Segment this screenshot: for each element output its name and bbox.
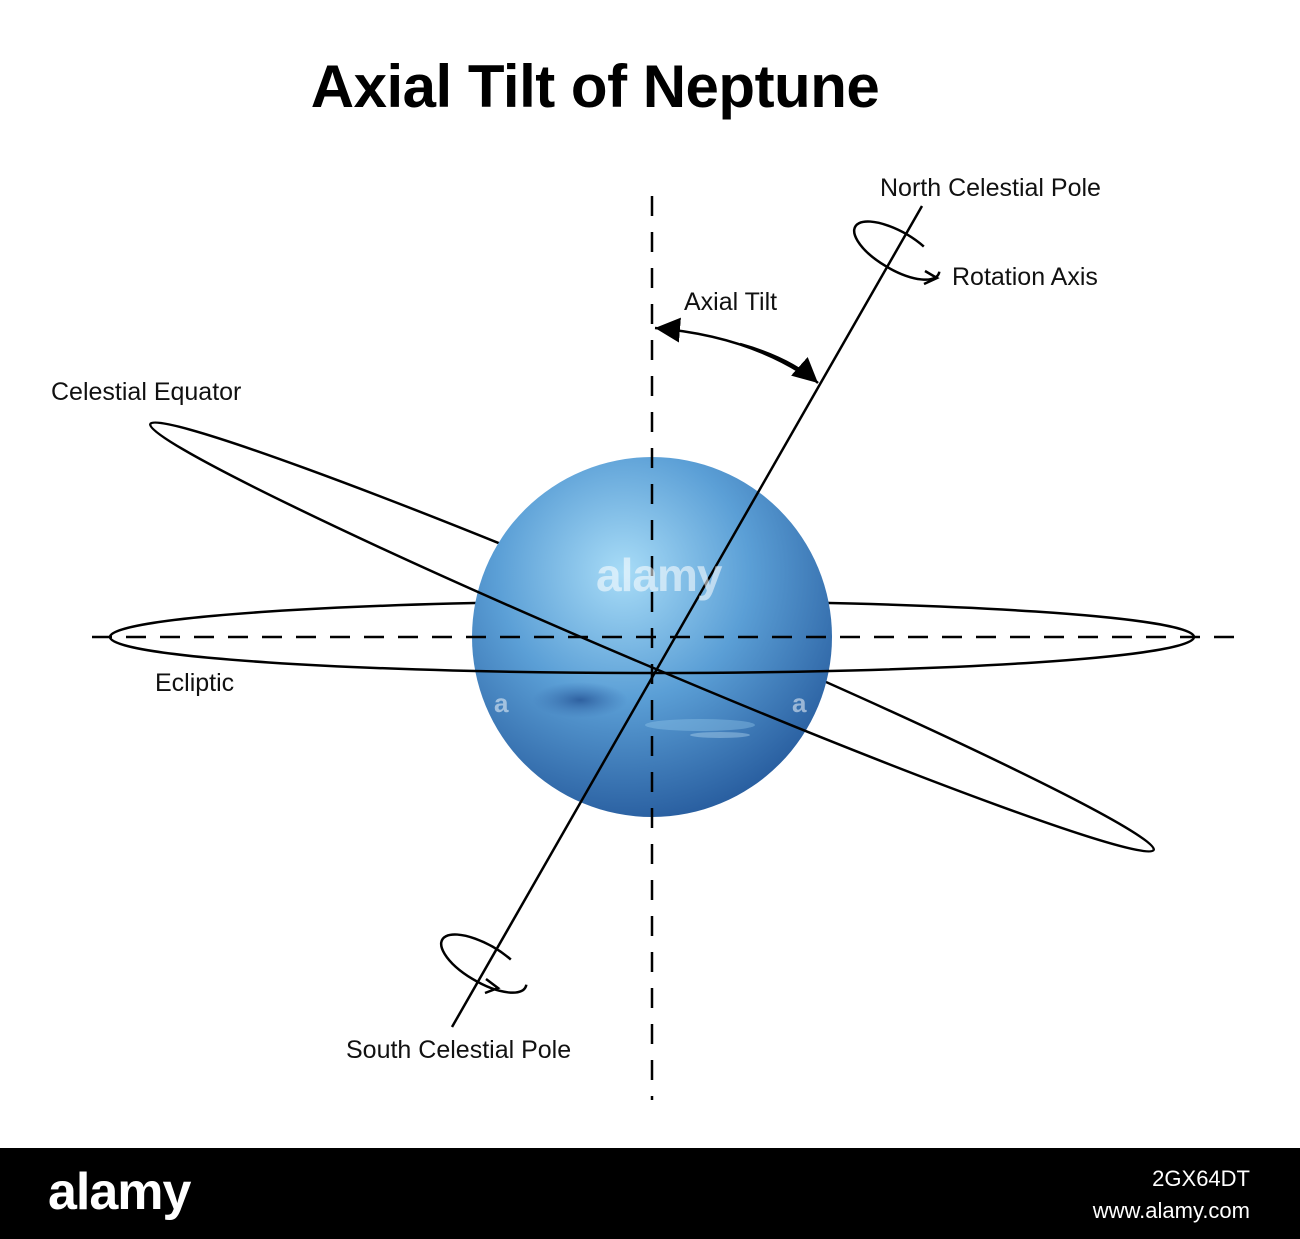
north-rotation-ellipse — [852, 220, 941, 281]
north-celestial-pole-label: North Celestial Pole — [880, 174, 1101, 202]
great-dark-spot — [532, 682, 628, 718]
watermark-left: a — [494, 688, 509, 718]
ecliptic-label: Ecliptic — [155, 669, 235, 697]
axial-tilt-label: Axial Tilt — [684, 288, 778, 316]
footer-bar: alamy 2GX64DT www.alamy.com — [0, 1148, 1300, 1239]
page-title: Axial Tilt of Neptune — [310, 53, 880, 120]
alamy-logo: alamy — [48, 1163, 191, 1221]
axial-tilt-diagram — [92, 196, 1238, 1100]
celestial-equator-label: Celestial Equator — [51, 378, 242, 406]
south-celestial-pole-label: South Celestial Pole — [346, 1036, 572, 1064]
celestial-equator-ring-front — [149, 423, 1155, 853]
site-url: www.alamy.com — [1092, 1198, 1250, 1223]
rotation-axis-line — [450, 205, 924, 1028]
rotation-axis-label: Rotation Axis — [952, 263, 1098, 291]
south-rotation-ellipse — [439, 933, 528, 994]
watermark-center: alamy — [596, 549, 722, 601]
watermark-right: a — [792, 688, 807, 718]
axial-tilt-arc — [654, 317, 801, 374]
image-id: 2GX64DT — [1152, 1166, 1250, 1191]
